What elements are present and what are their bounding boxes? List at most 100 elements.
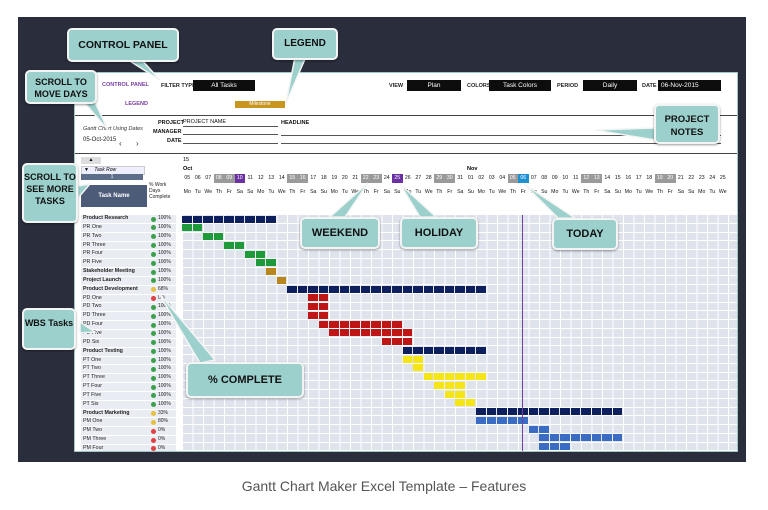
gantt-bar-cell[interactable] — [266, 268, 276, 275]
gantt-bar-cell[interactable] — [392, 329, 402, 337]
view-select[interactable]: Plan — [407, 80, 461, 91]
gantt-bar-cell[interactable] — [602, 408, 612, 415]
project-name-field[interactable]: PROJECT NAME — [183, 119, 278, 127]
gantt-bar-cell[interactable] — [381, 285, 391, 293]
filter-type-select[interactable]: All Tasks — [193, 80, 255, 91]
headline-line-2[interactable] — [281, 136, 721, 144]
gantt-bar-cell[interactable] — [392, 285, 402, 293]
gantt-bar-cell[interactable] — [213, 233, 223, 240]
gantt-bar-cell[interactable] — [308, 285, 318, 293]
colors-select[interactable]: Task Colors — [489, 80, 551, 91]
gantt-bar-cell[interactable] — [434, 373, 444, 380]
gantt-bar-cell[interactable] — [318, 303, 328, 310]
gantt-bar-cell[interactable] — [444, 381, 454, 389]
gantt-bar-cell[interactable] — [476, 373, 486, 380]
gantt-bar-cell[interactable] — [423, 285, 433, 293]
manager-field[interactable] — [183, 127, 278, 135]
gantt-bar-cell[interactable] — [476, 346, 486, 354]
gantt-bar-cell[interactable] — [423, 373, 433, 380]
gantt-bar-cell[interactable] — [182, 224, 192, 232]
gantt-bar-cell[interactable] — [329, 285, 339, 293]
gantt-bar-cell[interactable] — [339, 320, 349, 328]
gantt-bar-cell[interactable] — [413, 364, 423, 372]
gantt-bar-cell[interactable] — [308, 303, 318, 310]
gantt-bar-cell[interactable] — [455, 399, 465, 407]
gantt-bar-cell[interactable] — [507, 416, 517, 424]
gantt-bar-cell[interactable] — [255, 215, 265, 223]
gantt-bar-cell[interactable] — [465, 285, 475, 293]
gantt-bar-cell[interactable] — [224, 215, 234, 223]
gantt-bar-cell[interactable] — [329, 329, 339, 337]
gantt-bar-cell[interactable] — [413, 355, 423, 363]
gantt-bar-cell[interactable] — [560, 408, 570, 415]
gantt-bar-cell[interactable] — [192, 215, 202, 223]
gantt-bar-cell[interactable] — [423, 346, 433, 354]
gantt-bar-cell[interactable] — [528, 408, 538, 415]
gantt-bar-cell[interactable] — [371, 285, 381, 293]
gantt-bar-cell[interactable] — [591, 434, 601, 442]
gantt-bar-cell[interactable] — [234, 241, 244, 249]
gantt-bar-cell[interactable] — [486, 416, 496, 424]
gantt-bar-cell[interactable] — [507, 408, 517, 415]
gantt-bar-cell[interactable] — [318, 285, 328, 293]
gantt-bar-cell[interactable] — [381, 338, 391, 345]
gantt-bar-cell[interactable] — [444, 285, 454, 293]
gantt-bar-cell[interactable] — [444, 346, 454, 354]
gantt-bar-cell[interactable] — [591, 408, 601, 415]
gantt-bar-cell[interactable] — [402, 329, 412, 337]
gantt-bar-cell[interactable] — [549, 408, 559, 415]
gantt-bar-cell[interactable] — [182, 215, 192, 223]
gantt-bar-cell[interactable] — [371, 329, 381, 337]
gantt-bar-cell[interactable] — [297, 285, 307, 293]
gantt-bar-cell[interactable] — [549, 443, 559, 450]
gantt-bar-cell[interactable] — [434, 346, 444, 354]
gantt-bar-cell[interactable] — [255, 259, 265, 267]
date-input[interactable]: 06-Nov-2015 — [658, 80, 721, 91]
gantt-bar-cell[interactable] — [245, 250, 255, 258]
gantt-bar-cell[interactable] — [339, 329, 349, 337]
project-date-field[interactable] — [183, 136, 278, 144]
gantt-bar-cell[interactable] — [539, 408, 549, 415]
scroll-days-right[interactable]: › — [136, 139, 139, 148]
gantt-bar-cell[interactable] — [371, 320, 381, 328]
gantt-bar-cell[interactable] — [413, 285, 423, 293]
gantt-bar-cell[interactable] — [266, 215, 276, 223]
gantt-bar-cell[interactable] — [539, 443, 549, 450]
gantt-bar-cell[interactable] — [612, 434, 622, 442]
gantt-bar-cell[interactable] — [434, 285, 444, 293]
scroll-days-left[interactable]: ‹ — [119, 139, 122, 148]
gantt-bar-cell[interactable] — [465, 373, 475, 380]
gantt-bar-cell[interactable] — [192, 224, 202, 232]
gantt-bar-cell[interactable] — [581, 408, 591, 415]
gantt-bar-cell[interactable] — [350, 320, 360, 328]
gantt-bar-cell[interactable] — [570, 434, 580, 442]
gantt-bar-cell[interactable] — [455, 373, 465, 380]
gantt-bar-cell[interactable] — [434, 381, 444, 389]
gantt-bar-cell[interactable] — [392, 320, 402, 328]
gantt-bar-cell[interactable] — [528, 425, 538, 433]
gantt-bar-cell[interactable] — [612, 408, 622, 415]
gantt-bar-cell[interactable] — [276, 276, 286, 284]
gantt-bar-cell[interactable] — [476, 285, 486, 293]
gantt-bar-cell[interactable] — [350, 285, 360, 293]
gantt-bar-cell[interactable] — [234, 215, 244, 223]
gantt-bar-cell[interactable] — [350, 329, 360, 337]
